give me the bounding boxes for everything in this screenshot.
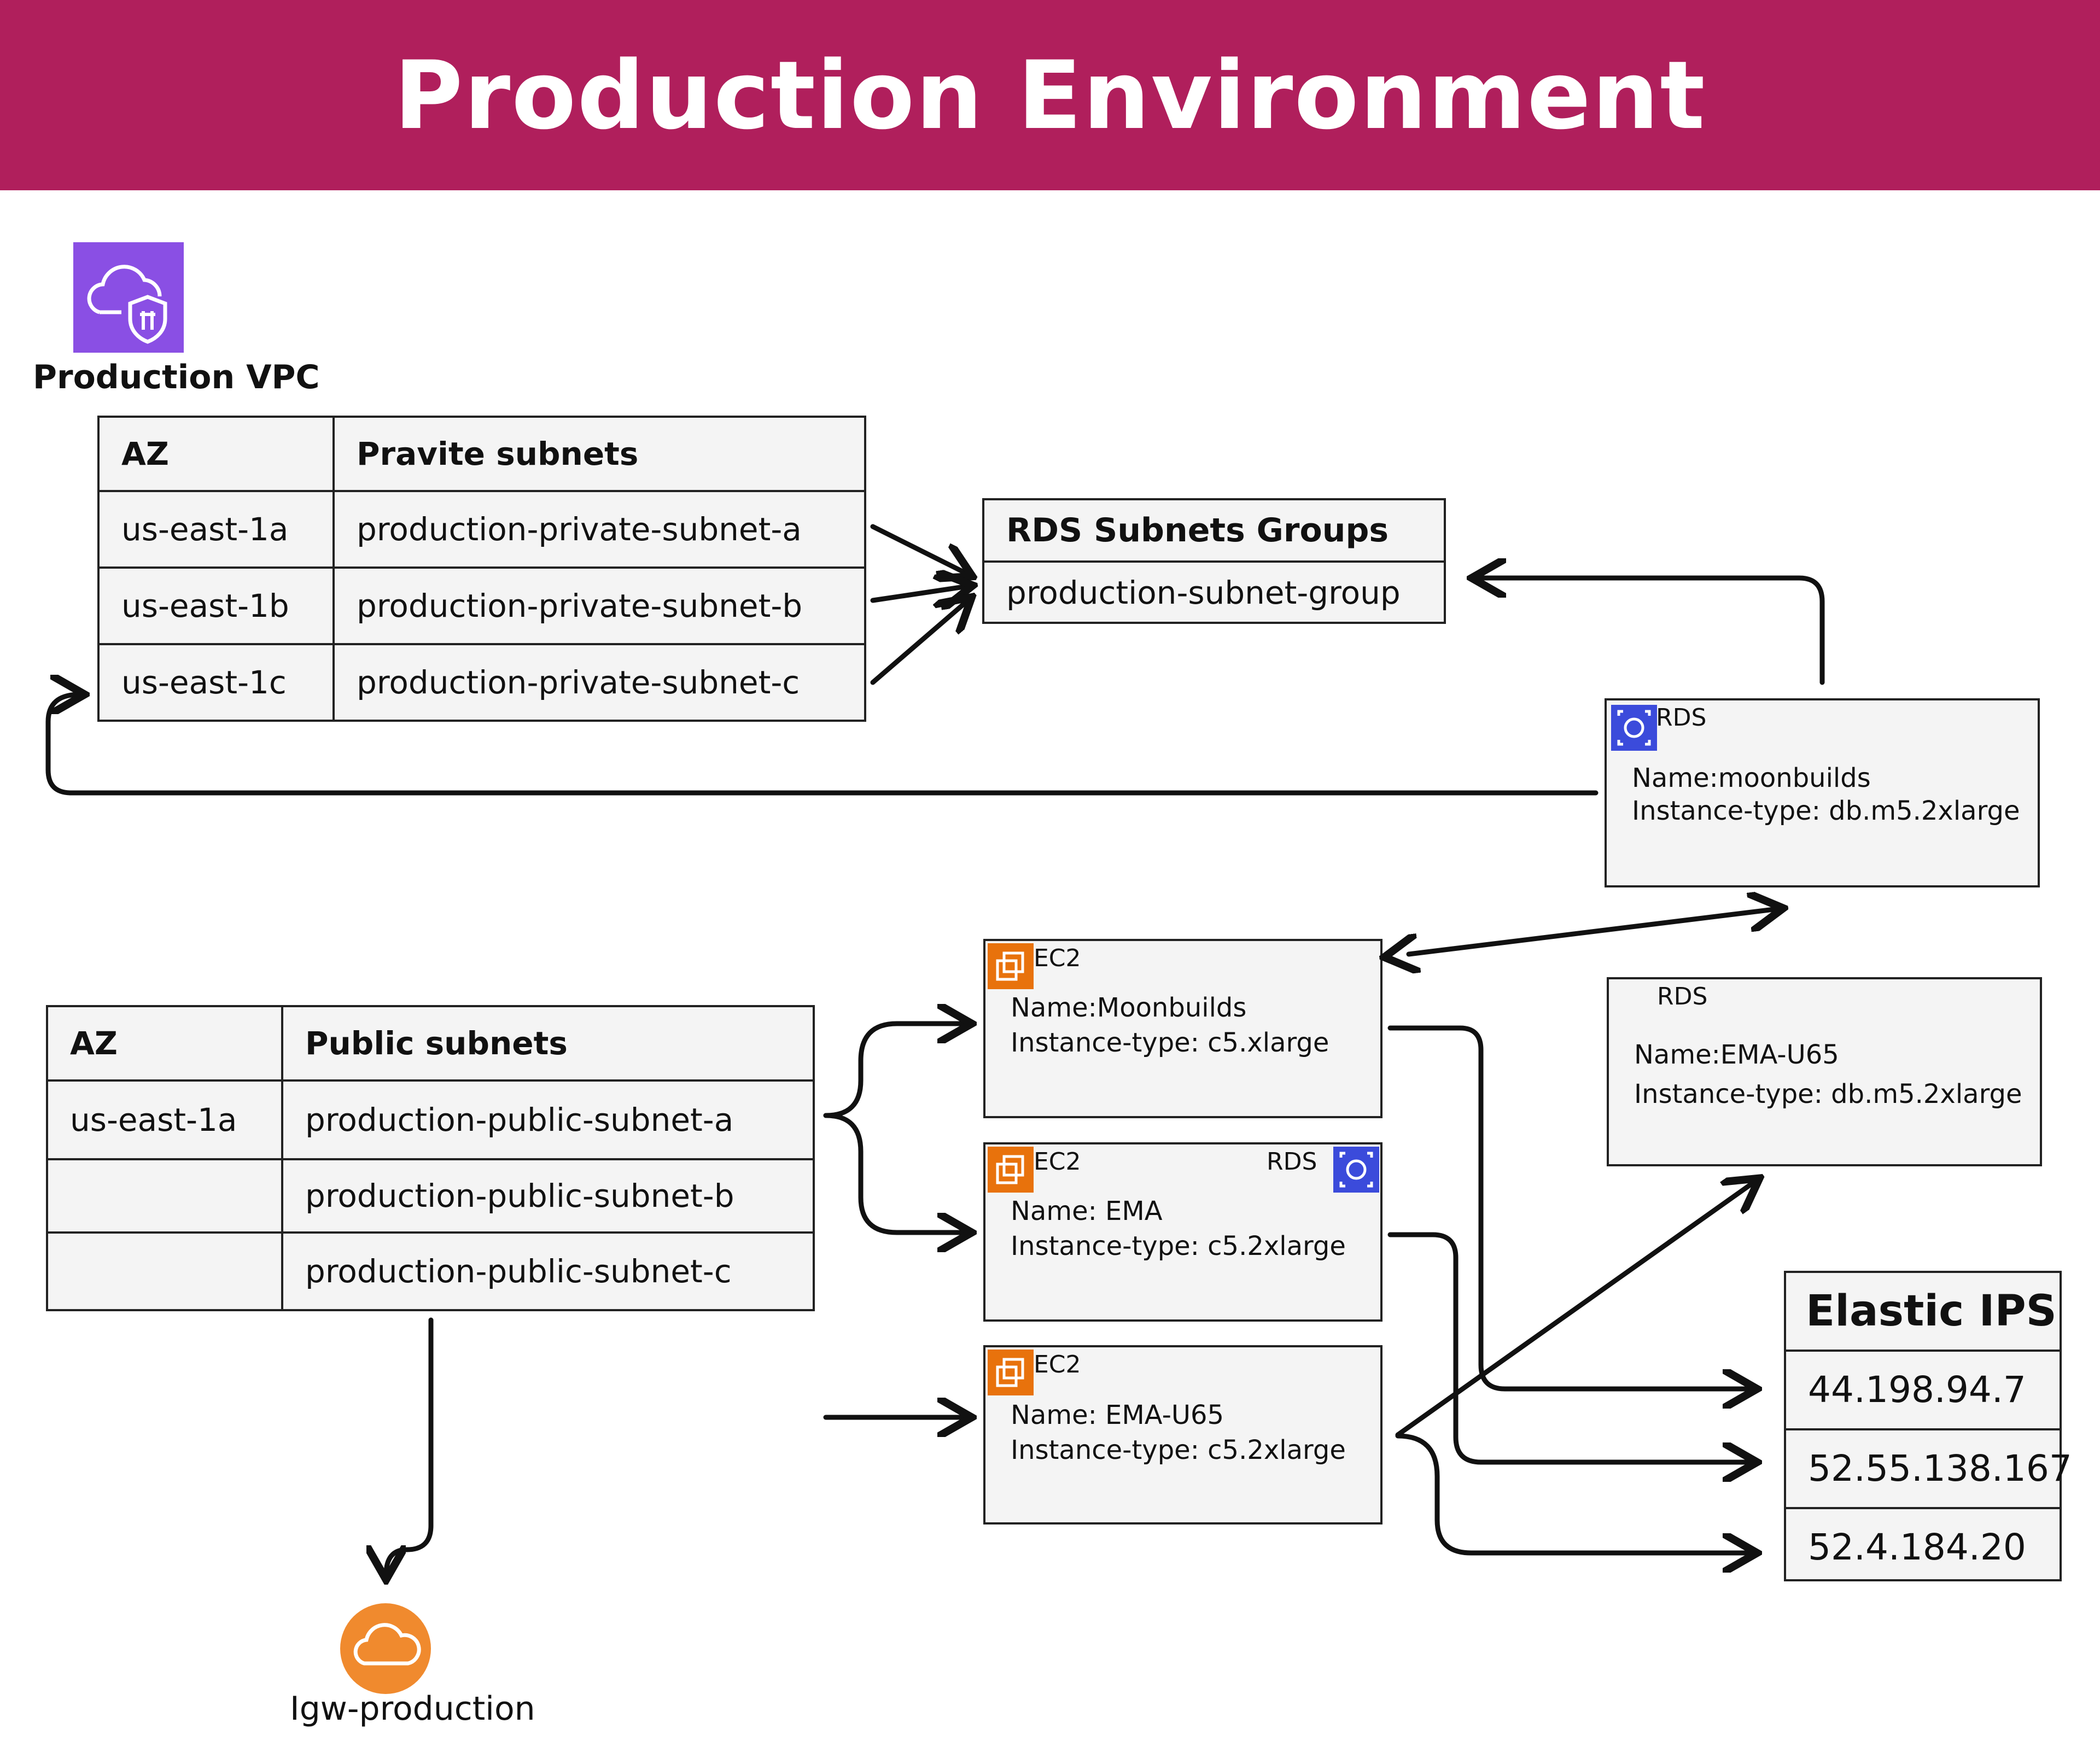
ec2-name: Name:Moonbuilds	[1011, 992, 1247, 1023]
elastic-ip-item: 44.198.94.7	[1786, 1352, 2060, 1430]
ec2-tag: EC2	[1034, 944, 1081, 972]
rds-subnet-group-box: RDS Subnets Groups production-subnet-gro…	[982, 498, 1446, 624]
arrow-rds-to-subnet-group	[1477, 578, 1825, 685]
table-header-az: AZ	[97, 416, 335, 492]
table-header-subnets: Public subnets	[281, 1005, 815, 1082]
arrow-private-c	[870, 600, 968, 685]
elastic-ip-item: 52.55.138.167	[1786, 1430, 2072, 1509]
subnet-cell: production-private-subnet-c	[332, 643, 866, 722]
rds-instance-type: Instance-type: db.m5.2xlarge	[1632, 796, 2020, 826]
private-subnets-table: AZ Pravite subnets us-east-1a production…	[97, 416, 866, 722]
subnet-cell: production-public-subnet-a	[281, 1079, 815, 1160]
az-cell: us-east-1a	[46, 1079, 283, 1160]
title-banner: Production Environment	[0, 0, 2100, 190]
ec2-tag: EC2	[1034, 1148, 1081, 1176]
arrow-ec2-moonbuilds-to-eip	[1387, 1025, 1752, 1389]
arrow-ec2-rds-bidirectional	[1409, 909, 1778, 954]
arrow-ec2-ema-u65-to-rds	[1395, 1181, 1755, 1438]
rds-subnet-group-title: RDS Subnets Groups	[984, 500, 1444, 563]
table-header-az: AZ	[46, 1005, 283, 1082]
arrow-public-to-igw	[386, 1317, 434, 1575]
rds-database-icon	[1333, 1147, 1379, 1193]
rds-tag: RDS	[1656, 704, 1707, 732]
ec2-instance-type: Instance-type: c5.2xlarge	[1011, 1435, 1346, 1465]
az-cell: us-east-1a	[97, 490, 335, 569]
subnet-cell: production-public-subnet-b	[281, 1158, 815, 1234]
ec2-instance-icon	[988, 1147, 1034, 1193]
page-title: Production Environment	[394, 40, 1706, 150]
subnet-cell: production-public-subnet-c	[281, 1231, 815, 1311]
rds-ema-u65-box: RDS Name:EMA-U65 Instance-type: db.m5.2x…	[1607, 977, 2042, 1166]
elastic-ip-item: 52.4.184.20	[1808, 1526, 2026, 1568]
arrow-rds-to-private-table	[45, 694, 1599, 796]
az-cell	[46, 1231, 283, 1311]
az-cell: us-east-1c	[97, 643, 335, 722]
rds-tag: RDS	[1657, 983, 1708, 1010]
arrow-private-a	[870, 524, 968, 574]
ec2-instance-type: Instance-type: c5.2xlarge	[1011, 1231, 1346, 1261]
subnet-cell: production-private-subnet-a	[332, 490, 866, 569]
arrow-ec2-ema-u65-to-eip	[1395, 1433, 1752, 1553]
ec2-name: Name: EMA-U65	[1011, 1400, 1224, 1430]
brace-public-to-ec2	[823, 1024, 967, 1118]
rds-instance-type: Instance-type: db.m5.2xlarge	[1634, 1079, 2022, 1109]
ec2-instance-icon	[988, 1350, 1034, 1395]
arrow-ec2-ema-to-eip	[1387, 1232, 1752, 1462]
az-cell: us-east-1b	[97, 566, 335, 645]
ec2-moonbuilds-box: EC2 Name:Moonbuilds Instance-type: c5.xl…	[983, 939, 1382, 1118]
table-header-subnets: Pravite subnets	[332, 416, 866, 492]
rds-subnet-group-value: production-subnet-group	[1006, 574, 1401, 611]
ec2-ema-box: EC2 RDS Name: EMA Instance-type: c5.2xla…	[983, 1142, 1382, 1322]
elastic-ips-title: Elastic IPS	[1786, 1273, 2060, 1352]
rds-database-icon	[1611, 705, 1657, 751]
rds-moonbuilds-box: RDS Name:moonbuilds Instance-type: db.m5…	[1605, 698, 2040, 887]
rds-name: Name:EMA-U65	[1634, 1039, 1839, 1070]
ec2-ema-u65-box: EC2 Name: EMA-U65 Instance-type: c5.2xla…	[983, 1345, 1382, 1524]
vpc-label: Production VPC	[33, 358, 320, 396]
rds-name: Name:moonbuilds	[1632, 763, 1871, 793]
igw-label: Igw-production	[290, 1690, 535, 1728]
subnet-cell: production-private-subnet-b	[332, 566, 866, 645]
ec2-instance-icon	[988, 943, 1034, 989]
ec2-tag: EC2	[1034, 1351, 1081, 1379]
ec2-instance-type: Instance-type: c5.xlarge	[1011, 1027, 1329, 1058]
rds-tag: RDS	[1267, 1148, 1317, 1176]
brace-public-to-ec2-ema	[823, 1113, 967, 1233]
ec2-name: Name: EMA	[1011, 1196, 1163, 1226]
internet-gateway-cloud-icon	[340, 1603, 431, 1694]
az-cell	[46, 1158, 283, 1234]
public-subnets-table: AZ Public subnets us-east-1a production-…	[46, 1005, 815, 1311]
vpc-shield-cloud-icon	[73, 242, 184, 353]
arrow-private-b	[870, 586, 968, 600]
elastic-ips-table: Elastic IPS 44.198.94.7 52.55.138.167 52…	[1784, 1271, 2072, 1581]
